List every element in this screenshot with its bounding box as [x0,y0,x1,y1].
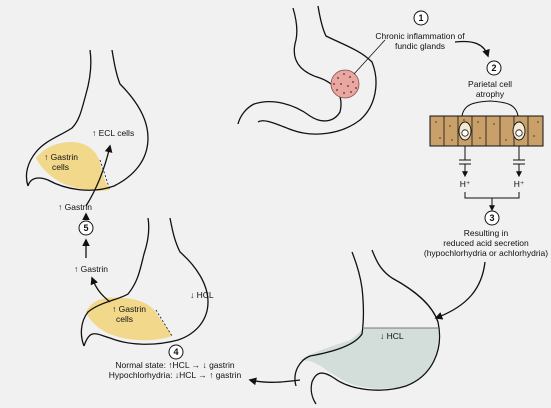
step5-number: 5 [83,223,88,233]
h-plus-label-right: H⁺ [514,179,525,189]
h-plus-secretion-left [459,146,471,178]
gastrin-cells-label-mid-2: cells [116,314,133,324]
step4-number: 4 [173,347,178,357]
step2-text-line1: Parietal cell [468,79,512,89]
gastrin-cells-area-top [36,142,110,191]
step1-text-line1: Chronic inflammation of [375,31,465,41]
gastrin-cells-label-top: ↑ Gastrin [44,152,78,162]
step4-circle [168,344,184,360]
parietal-cell-strip [429,115,544,147]
parietal-bracket [461,100,519,117]
stomach-hypochlorhydria [294,249,441,405]
step1-circle [413,10,429,26]
step2-circle [486,60,502,76]
step4-text-line2: Hypochlorhydria: ↓HCL → ↑ gastrin [109,370,242,380]
ecl-cells-label: ↑ ECL cells [92,128,134,138]
stomach-hcl-label: ↓ HCL [380,331,404,341]
gastrin-cells-label-top-2: cells [52,162,69,172]
mid-hcl-label: ↓ HCL [190,290,214,300]
inflammation-dots [333,73,357,94]
h-plus-bracket [464,192,520,210]
gastrin-boundary-top [99,159,111,191]
h-plus-secretion-right [513,146,525,178]
arrow-gastrin-mid-up [90,276,111,303]
step2-text-line2: atrophy [476,89,505,99]
stomach-acid-fluid [300,328,439,389]
stomach-top [25,49,149,191]
gastrin-up-top-label: ↑ Gastrin [58,202,92,212]
gastrin-cells-label-mid: ↑ Gastrin [112,304,146,314]
step3-number: 3 [489,213,494,223]
step3-text-line3: (hypochlorhydria or achlorhydria) [424,248,548,258]
step1-text-line2: fundic glands [395,41,445,51]
step4-text-line1: Normal state: ↑HCL → ↓ gastrin [115,360,234,370]
gastrin-boundary-mid [155,309,173,337]
step3-text-line1: Resulting in [464,228,509,238]
step3-text-line2: reduced acid secretion [443,238,529,248]
step1-number: 1 [418,13,423,23]
leader-line-step1 [353,39,386,75]
gastrin-cells-area-mid [86,297,172,341]
step3-circle [484,210,500,226]
arrow-step1-to-step2 [454,40,490,58]
fundic-inflammation-spot [330,69,360,99]
step2-number: 2 [491,63,496,73]
arrow-stomach-to-step4 [248,377,301,386]
arrow-gastrin-to-ecl [85,144,113,207]
h-plus-label-left: H⁺ [460,179,471,189]
gastrin-up-mid-label: ↑ Gastrin [74,264,108,274]
step5-circle [78,220,94,236]
stomach-mid [80,217,209,347]
stomach-inflamed [237,5,377,135]
arrow-step3-to-stomach [434,261,486,320]
